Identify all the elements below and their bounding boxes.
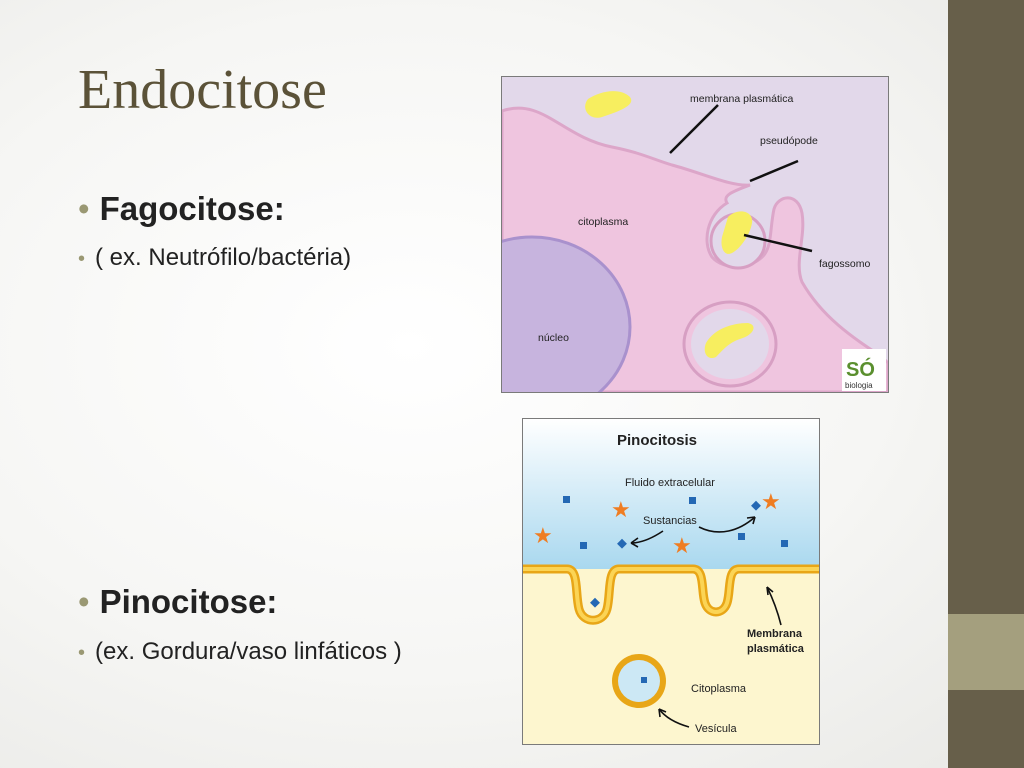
sub-bullet-pinocitose-text: (ex. Gordura/vaso linfáticos ): [95, 638, 402, 665]
bacteria-2: [721, 211, 753, 254]
label-plasmatica: plasmática: [747, 643, 805, 655]
pointer-line-pseudopode: [749, 159, 799, 183]
pinocitose-diagram: ★ ★ ★ ★ Pinocitosis Fluido extracelular …: [522, 418, 820, 745]
arrowhead: [766, 586, 774, 596]
star-particle: ★: [761, 489, 781, 514]
bacteria-1: [585, 91, 632, 118]
vesicle-particle: [641, 677, 647, 683]
phagosome-interior: [691, 309, 769, 379]
sub-bullet-dot: •: [78, 642, 86, 664]
nucleus-shape: [502, 235, 632, 392]
label-membrana-plasmatica: membrana plasmática: [690, 93, 793, 105]
star-particle: ★: [611, 497, 631, 522]
arrow-vesicula: [658, 708, 690, 728]
particle: [781, 540, 788, 547]
star-particle: ★: [672, 533, 692, 558]
label-nucleo: núcleo: [538, 332, 569, 344]
vesicle-inner: [618, 660, 660, 702]
particle: [738, 533, 745, 540]
bullet-dot: •: [78, 190, 90, 227]
arrowhead: [630, 537, 639, 548]
label-citoplasma: Citoplasma: [691, 683, 747, 695]
bullet-fagocitose: •Fagocitose:: [78, 190, 285, 228]
label-sustancias: Sustancias: [643, 515, 697, 527]
extracellular-fluid-area: [523, 419, 819, 569]
pointer-line-fagossomo: [743, 233, 813, 253]
bullet-pinocitose-heading: Pinocitose:: [99, 583, 278, 620]
bacteria-3: [704, 323, 754, 359]
cytoplasm-area: [523, 569, 819, 744]
arrowhead: [746, 516, 756, 525]
sobiologia-logo-mark: SÓ: [846, 357, 875, 381]
bullet-pinocitose: •Pinocitose:: [78, 583, 277, 621]
slide-title: Endocitose: [78, 59, 327, 121]
sub-bullet-fagocitose-text: ( ex. Neutrófilo/bactéria): [95, 244, 352, 271]
label-pseudopode: pseudópode: [760, 135, 818, 147]
particle: [580, 542, 587, 549]
star-particle: ★: [533, 523, 553, 548]
sub-bullet-pinocitose: • (ex. Gordura/vaso linfáticos ): [78, 638, 402, 666]
pointer-line-membrana: [669, 104, 719, 154]
fagocitose-diagram: membrana plasmática pseudópode citoplasm…: [501, 76, 889, 393]
sobiologia-logo-text: biologia: [845, 381, 873, 390]
particle: [689, 497, 696, 504]
arrow-sustancias-right: [698, 516, 756, 533]
label-fluido-extracelular: Fluido extracelular: [625, 477, 715, 489]
label-vesicula: Vesícula: [695, 723, 737, 735]
sub-bullet-dot: •: [78, 248, 86, 270]
sobiologia-logo-box: [842, 349, 886, 391]
sub-bullet-fagocitose: • ( ex. Neutrófilo/bactéria): [78, 244, 351, 272]
particle: [563, 496, 570, 503]
bullet-dot: •: [78, 583, 90, 620]
decorative-side-accent: [948, 614, 1024, 690]
bullet-fagocitose-heading: Fagocitose:: [99, 190, 285, 227]
arrowhead: [658, 708, 667, 718]
label-membrana: Membrana: [747, 628, 803, 640]
label-citoplasma: citoplasma: [578, 216, 628, 228]
particle: [751, 500, 761, 511]
plasma-membrane-inner: [523, 567, 819, 623]
label-fagossomo: fagossomo: [819, 258, 871, 270]
arrow-membrana: [766, 586, 782, 626]
pinocitosis-title: Pinocitosis: [617, 432, 697, 449]
arrow-sustancias-left: [630, 530, 664, 544]
